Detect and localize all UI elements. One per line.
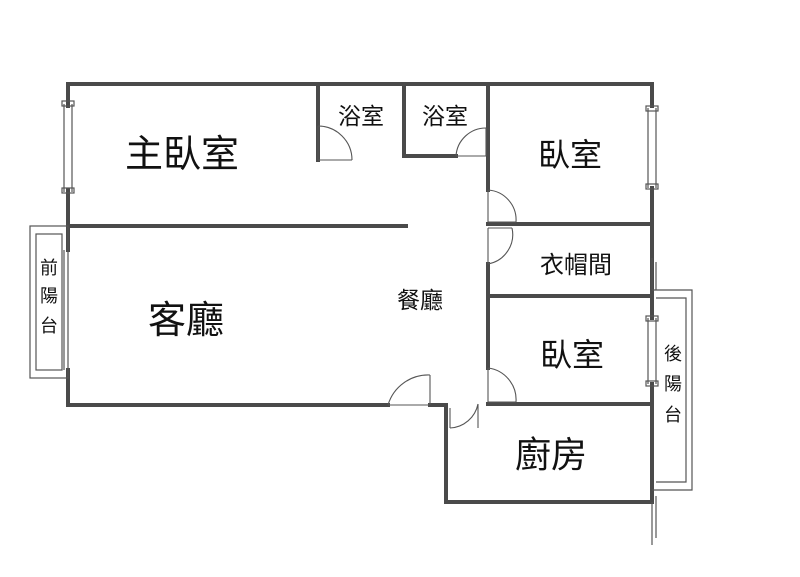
back-balcony bbox=[651, 258, 693, 545]
door-bedroom-2 bbox=[487, 367, 517, 403]
front-balcony bbox=[29, 225, 69, 379]
room-label-dining-room: 餐廳 bbox=[397, 288, 443, 314]
door-bedroom-1 bbox=[487, 189, 517, 223]
room-label-bedroom-2: 臥室 bbox=[540, 336, 604, 374]
back-balcony-char-2: 陽 bbox=[664, 374, 682, 395]
room-label-closet: 衣帽間 bbox=[540, 251, 612, 279]
room-label-living-room: 客廳 bbox=[148, 298, 224, 342]
back-balcony-char-1: 後 bbox=[664, 344, 682, 365]
room-label-bath-1: 浴室 bbox=[338, 104, 384, 130]
door-bath-1 bbox=[317, 125, 353, 161]
front-balcony-char-2: 陽 bbox=[40, 286, 58, 307]
interior-walls bbox=[66, 82, 654, 406]
front-balcony-label: 前 陽 台 bbox=[40, 258, 58, 337]
room-label-bedroom-1: 臥室 bbox=[538, 136, 602, 174]
front-balcony-char-1: 前 bbox=[40, 258, 58, 279]
room-label-bath-2: 浴室 bbox=[422, 104, 468, 130]
room-label-kitchen: 廚房 bbox=[515, 435, 587, 476]
door-bath-2 bbox=[455, 127, 487, 157]
doors bbox=[317, 125, 517, 429]
door-kitchen bbox=[449, 403, 479, 429]
windows bbox=[61, 100, 659, 387]
door-entrance bbox=[387, 374, 431, 406]
back-balcony-char-3: 台 bbox=[664, 405, 682, 426]
back-balcony-label: 後 陽 台 bbox=[664, 344, 682, 426]
front-balcony-char-3: 台 bbox=[40, 316, 58, 337]
room-label-master-bedroom: 主臥室 bbox=[125, 132, 239, 176]
door-closet bbox=[487, 227, 514, 265]
